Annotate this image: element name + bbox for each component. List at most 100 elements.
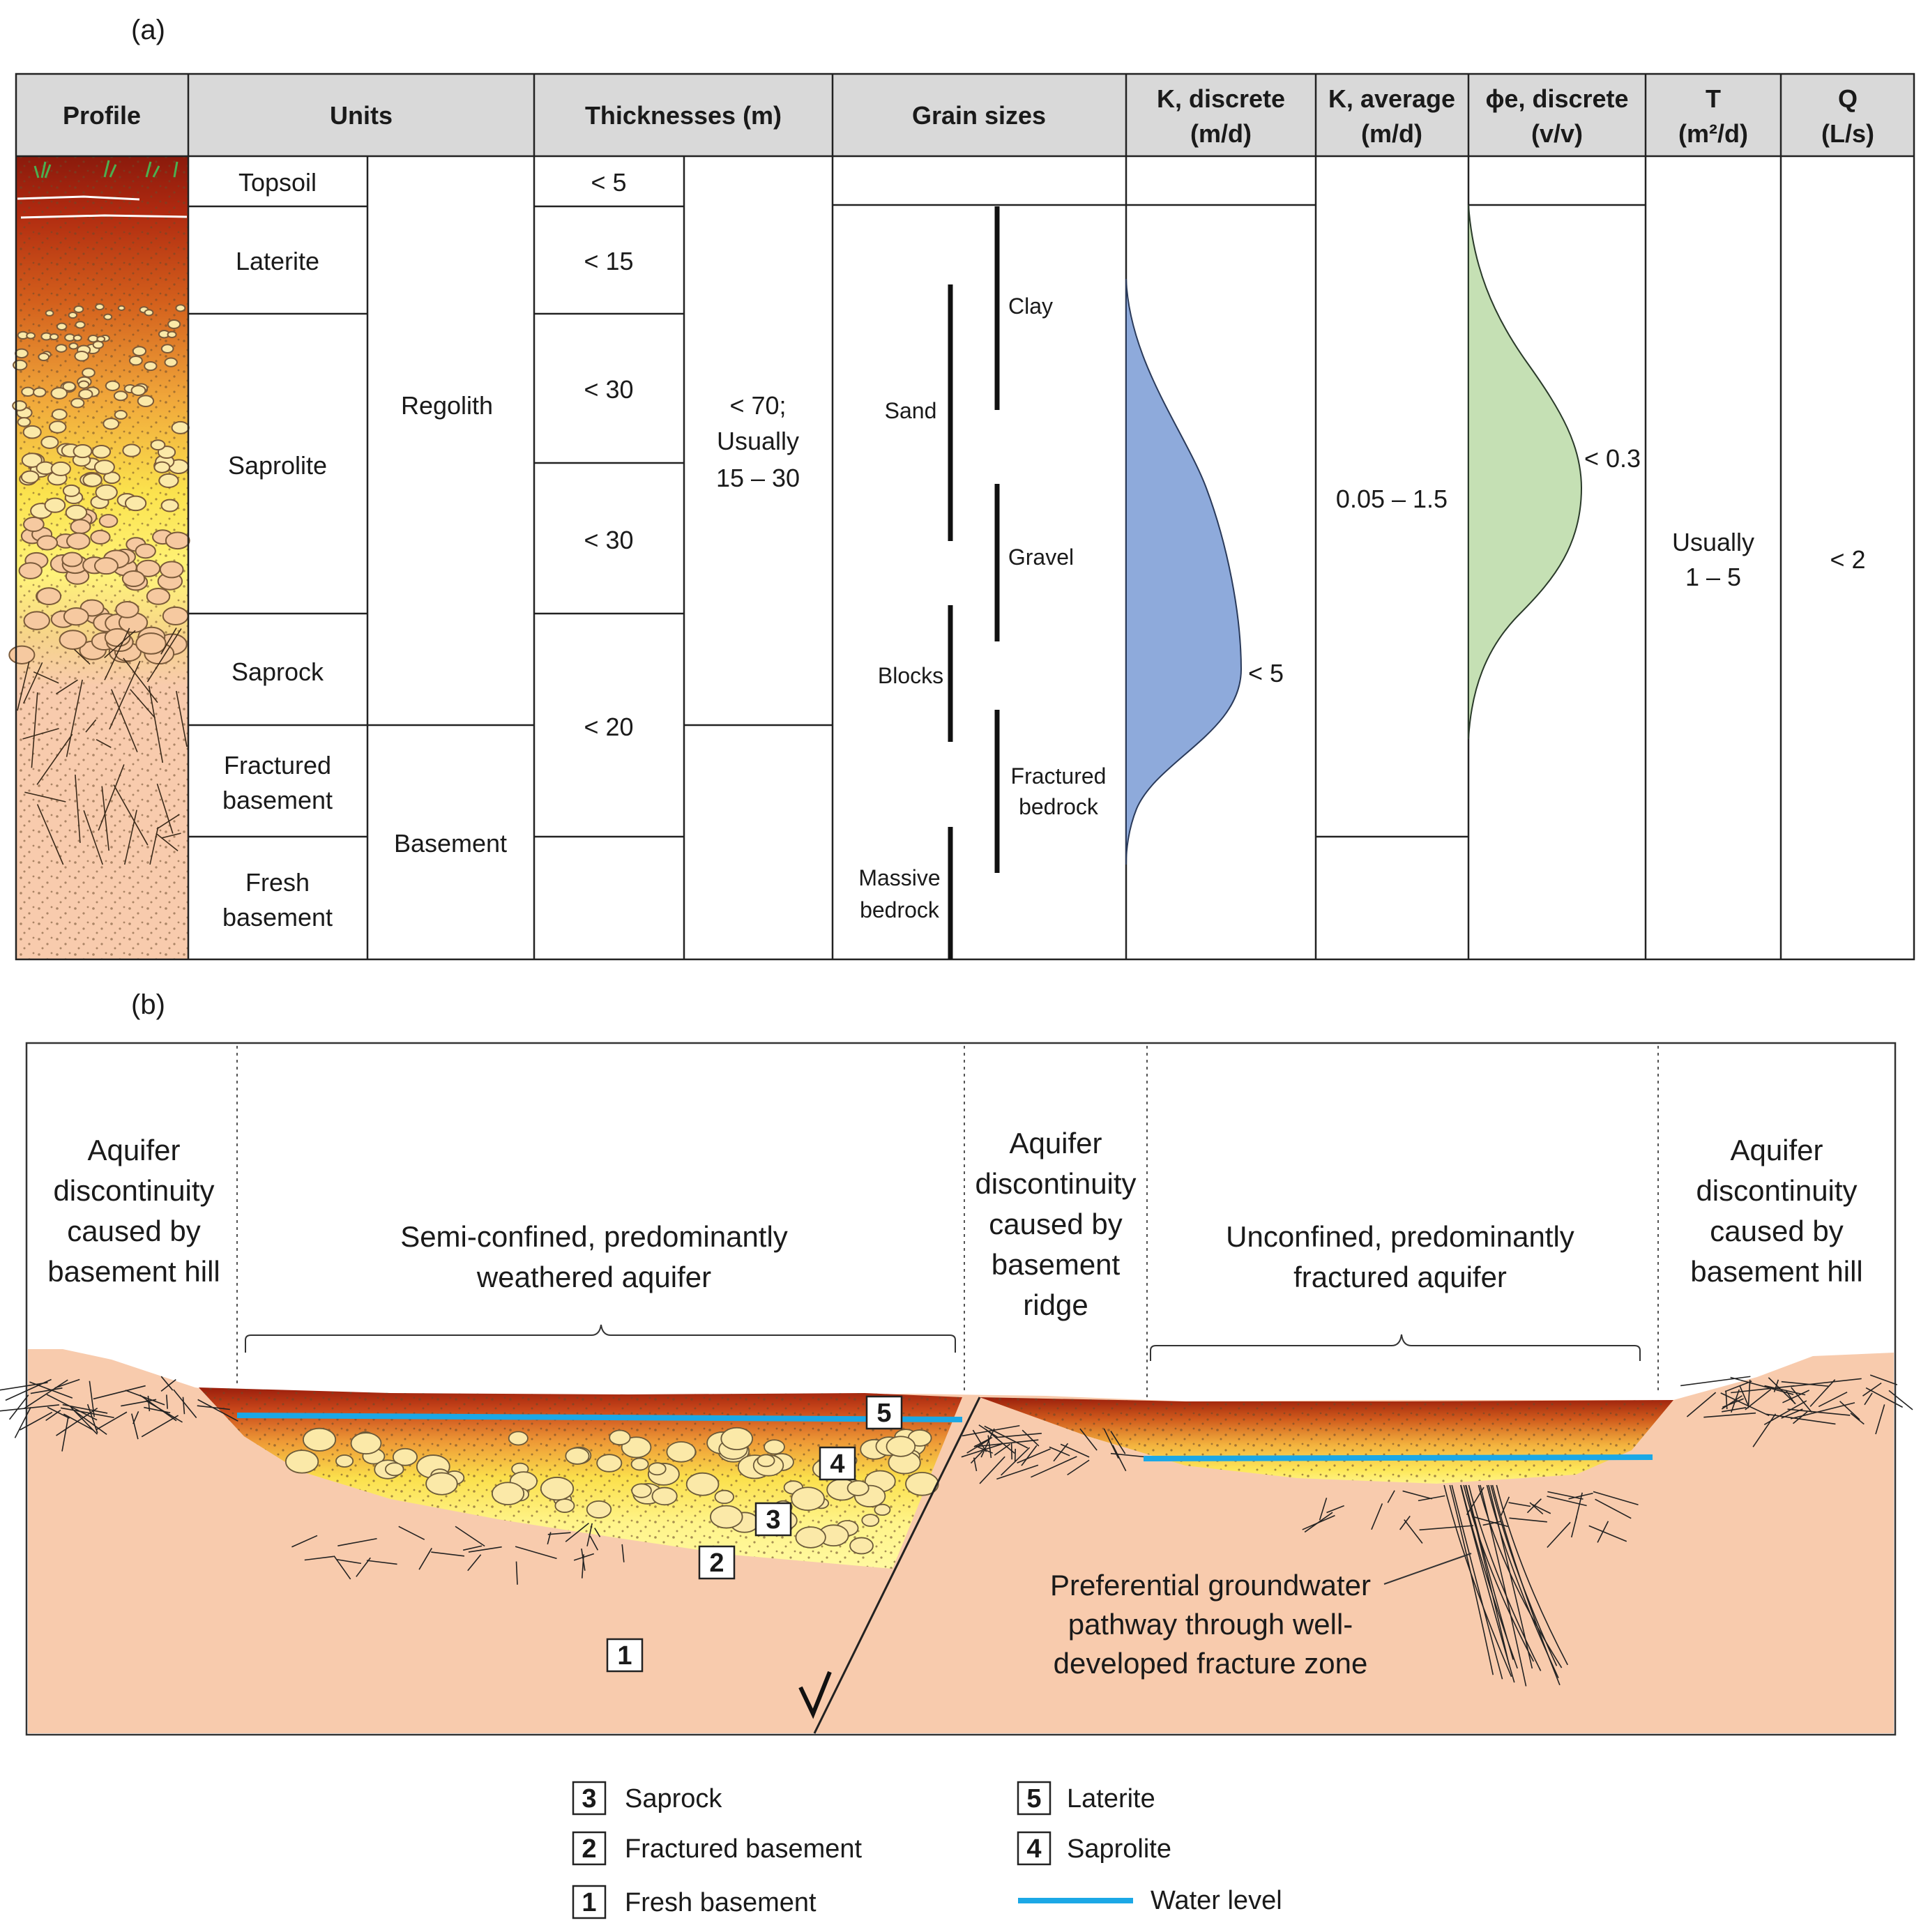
pathway-leader <box>1383 1553 1472 1585</box>
t-value-2: 1 – 5 <box>1685 563 1741 591</box>
grain-fractured-2: bedrock <box>1019 794 1099 819</box>
marker-5: 5 <box>876 1399 891 1428</box>
left-hill-2: discontinuity <box>53 1174 214 1207</box>
fractured-2: fractured aquifer <box>1293 1261 1507 1293</box>
weathered-brace <box>245 1324 956 1353</box>
marker-4: 4 <box>830 1450 844 1479</box>
water-level-right <box>1143 1454 1653 1461</box>
unit-saprolite: Saprolite <box>228 451 327 480</box>
unit-topsoil: Topsoil <box>238 168 317 197</box>
grain-blocks: Blocks <box>878 663 943 688</box>
grain-clay: Clay <box>1008 294 1053 319</box>
legend-num-2: 2 <box>582 1834 596 1864</box>
ridge-2: discontinuity <box>975 1167 1136 1200</box>
water-level-left <box>236 1413 963 1422</box>
legend-fractured-basement: Fractured basement <box>625 1834 862 1864</box>
profile-fractures <box>17 627 188 865</box>
legend-laterite: Laterite <box>1067 1784 1155 1813</box>
unit-fresh-2: basement <box>222 903 333 931</box>
unit-regolith: Regolith <box>401 391 493 420</box>
thk-total-2: Usually <box>717 427 799 455</box>
panel-b-label: (b) <box>131 989 165 1020</box>
right-hill-3: caused by <box>1710 1215 1843 1247</box>
header-t-2: (m²/d) <box>1678 119 1748 148</box>
thickness-labels: < 5 < 15 < 30 < 30 < 20 < 70; Usually 15… <box>584 168 800 741</box>
grain-massive-1: Massive <box>858 865 940 890</box>
weathered-2: weathered aquifer <box>476 1261 711 1293</box>
left-hill-4: basement hill <box>47 1255 220 1288</box>
right-hill-1: Aquifer <box>1730 1134 1823 1166</box>
t-value-1: Usually <box>1672 528 1754 556</box>
legend-fresh-basement: Fresh basement <box>625 1888 817 1917</box>
basement-fractures <box>0 1374 1913 1687</box>
thk-saprolite-upper: < 30 <box>584 375 633 404</box>
zone-labels: Aquifer discontinuity caused by basement… <box>47 1127 1862 1680</box>
table-grid <box>15 73 1915 961</box>
fractured-1: Unconfined, predominantly <box>1226 1220 1574 1253</box>
table-header-band <box>16 74 1914 156</box>
phi-value: < 0.3 <box>1584 444 1641 473</box>
right-hill-4: basement hill <box>1690 1255 1862 1288</box>
unit-saprock: Saprock <box>231 657 324 686</box>
fault-arrow-icon <box>798 1671 832 1719</box>
pathway-2: pathway through well- <box>1068 1608 1353 1641</box>
header-grain: Grain sizes <box>912 101 1046 130</box>
phi-curve <box>1468 204 1583 740</box>
section-markers: 5 4 3 2 1 <box>606 1395 903 1673</box>
ridge-1: Aquifer <box>1009 1127 1102 1159</box>
left-hill-1: Aquifer <box>87 1134 180 1166</box>
k-discrete-value: < 5 <box>1248 659 1284 687</box>
ridge-4: basement <box>992 1248 1121 1281</box>
grain-sand: Sand <box>885 398 937 423</box>
left-hill-3: caused by <box>67 1215 200 1247</box>
table-headers: Profile Units Thicknesses (m) Grain size… <box>63 84 1874 148</box>
header-thickness: Thicknesses (m) <box>585 101 782 130</box>
weathered-1: Semi-confined, predominantly <box>400 1220 788 1253</box>
profile-pebbles <box>8 303 190 665</box>
unit-laterite: Laterite <box>236 247 319 275</box>
legend-num-4: 4 <box>1026 1834 1041 1864</box>
thk-topsoil: < 5 <box>591 168 626 197</box>
thk-laterite: < 15 <box>584 247 633 275</box>
grain-gravel: Gravel <box>1008 545 1074 570</box>
unit-fractured-2: basement <box>222 786 333 814</box>
header-units: Units <box>330 101 393 130</box>
grain-size-bars <box>948 206 1000 959</box>
header-k-average-2: (m/d) <box>1361 119 1422 148</box>
header-k-discrete-2: (m/d) <box>1190 119 1252 148</box>
q-value: < 2 <box>1830 545 1865 574</box>
cross-section <box>0 1042 1913 1736</box>
thk-total-3: 15 – 30 <box>716 464 800 492</box>
thk-saprock: < 20 <box>584 713 633 741</box>
pathway-1: Preferential groundwater <box>1050 1569 1371 1602</box>
header-q-1: Q <box>1838 84 1858 113</box>
header-profile: Profile <box>63 101 141 130</box>
legend-num-1: 1 <box>582 1888 596 1917</box>
header-k-discrete-1: K, discrete <box>1157 84 1285 113</box>
marker-2: 2 <box>709 1549 724 1578</box>
profile-column <box>8 156 190 959</box>
fault-line <box>813 1397 981 1734</box>
k-discrete-curve <box>1125 278 1243 865</box>
unit-fresh-1: Fresh <box>245 868 310 897</box>
unit-fractured-1: Fractured <box>224 751 331 779</box>
marker-1: 1 <box>617 1641 632 1671</box>
unit-labels: Topsoil Laterite Saprolite Saprock Fract… <box>222 168 507 931</box>
ridge-3: caused by <box>989 1208 1122 1240</box>
thk-saprolite-lower: < 30 <box>584 526 633 554</box>
legend-saprolite: Saprolite <box>1067 1834 1171 1864</box>
k-average-value: 0.05 – 1.5 <box>1336 485 1448 513</box>
pathway-3: developed fracture zone <box>1054 1647 1368 1680</box>
legend-water-level: Water level <box>1151 1886 1282 1915</box>
header-t-1: T <box>1706 84 1721 113</box>
fractured-brace <box>1150 1334 1641 1361</box>
grain-fractured-1: Fractured <box>1011 763 1107 789</box>
header-phi-1: ϕe, discrete <box>1485 84 1628 113</box>
right-hill-2: discontinuity <box>1696 1174 1857 1207</box>
grain-massive-2: bedrock <box>860 897 940 922</box>
legend-saprock: Saprock <box>625 1784 722 1813</box>
header-q-2: (L/s) <box>1821 119 1874 148</box>
header-k-average-1: K, average <box>1328 84 1455 113</box>
grain-size-labels: Clay Sand Gravel Blocks Fractured bedroc… <box>858 294 1106 922</box>
